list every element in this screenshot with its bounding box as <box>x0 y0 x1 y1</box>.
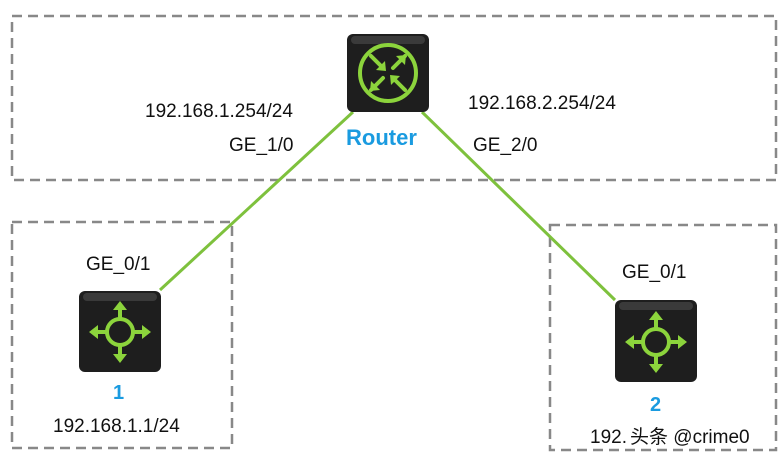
switch2-port: GE_0/1 <box>622 262 687 283</box>
router-name: Router <box>346 125 417 150</box>
link-router-switch2 <box>420 110 617 302</box>
layer3-switch-icon[interactable] <box>79 291 161 372</box>
switch1-port: GE_0/1 <box>86 254 151 275</box>
router-if1-name: GE_1/0 <box>229 135 294 156</box>
switch2-zone <box>548 223 778 452</box>
switch1-name: 1 <box>113 382 125 404</box>
switch2-ip: 192. <box>590 427 627 448</box>
switch1-ip: 192.168.1.1/24 <box>53 416 180 437</box>
link-router-switch1 <box>158 110 355 292</box>
watermark: 头条 @crime0 <box>630 427 750 448</box>
layer3-switch-icon-2[interactable] <box>615 300 697 382</box>
router-if2-ip: 192.168.2.254/24 <box>468 93 616 114</box>
router-icon[interactable] <box>347 34 429 112</box>
router-if1-ip: 192.168.1.254/24 <box>145 101 293 122</box>
switch2-name: 2 <box>650 394 662 416</box>
router-if2-name: GE_2/0 <box>473 135 538 156</box>
